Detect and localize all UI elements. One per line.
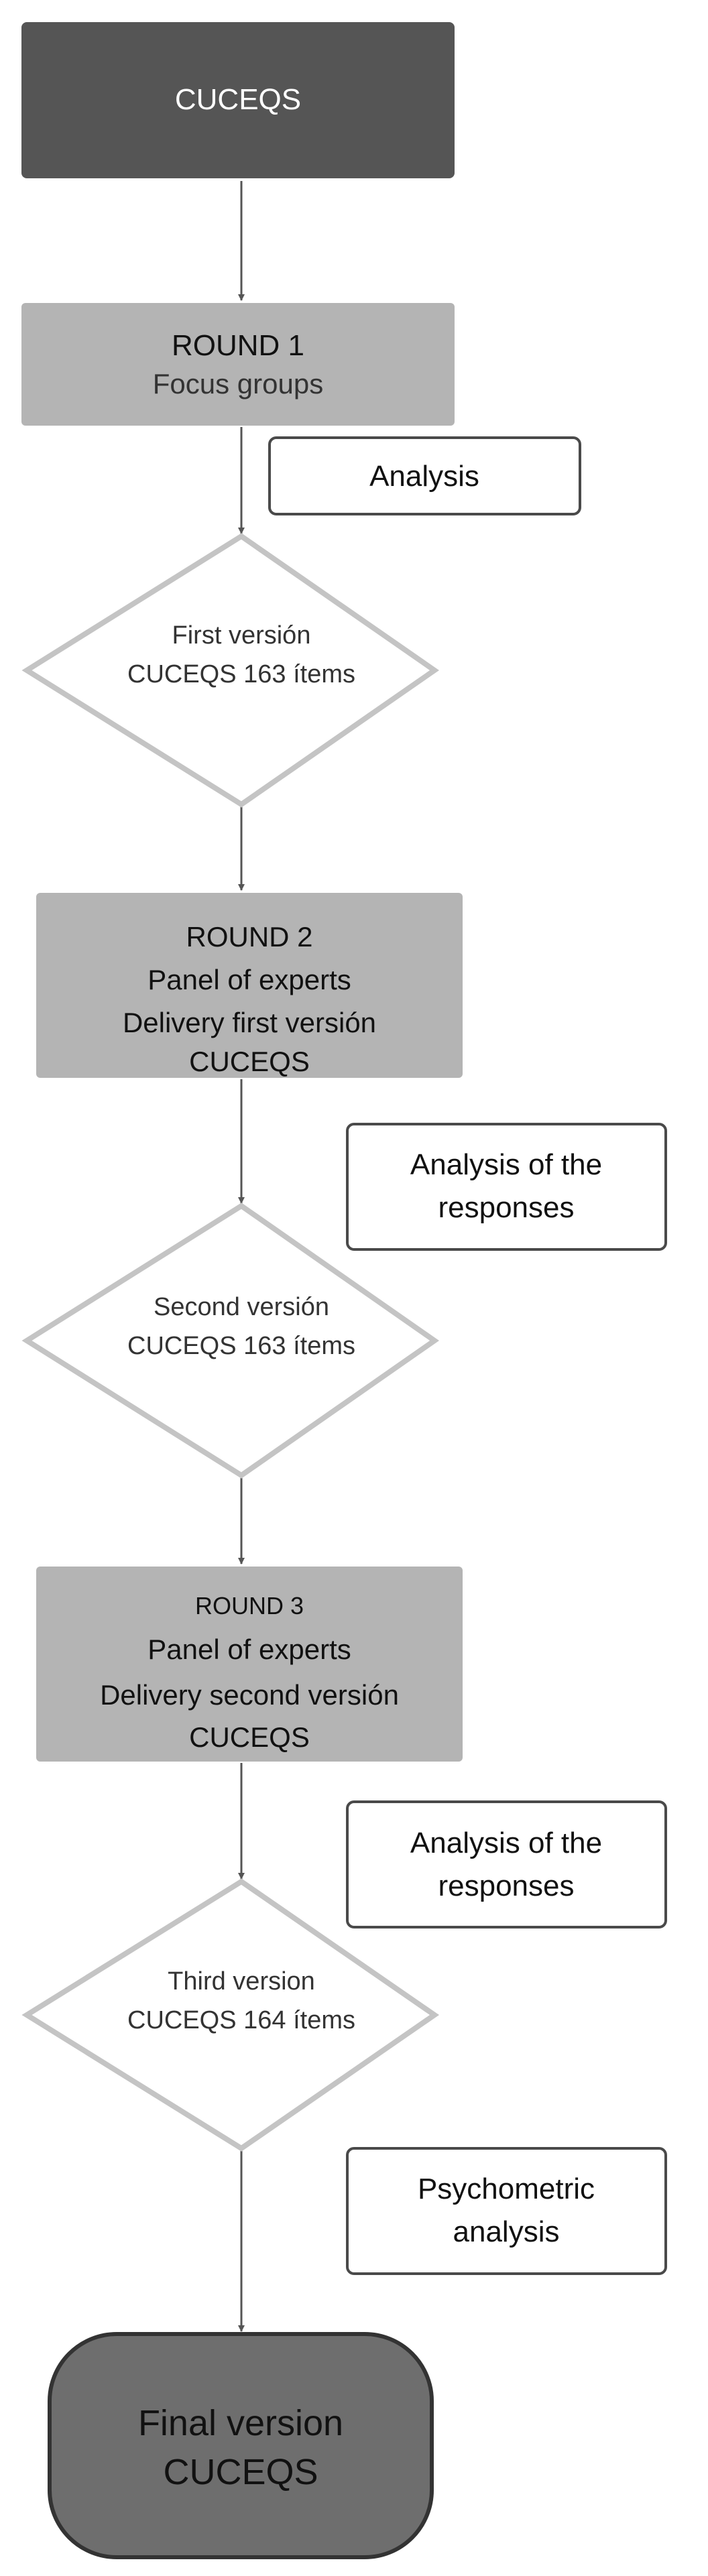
decision-second-version: Second versión CUCEQS 163 ítems (21, 1203, 439, 1479)
analysis-note-1: Analysis (268, 436, 581, 515)
psychometric-note-line2: analysis (453, 2215, 560, 2248)
round2-box: ROUND 2 Panel of experts Delivery first … (36, 893, 463, 1078)
round2-line3: Delivery first versión (123, 1007, 376, 1038)
start-node: CUCEQS (21, 22, 455, 178)
decision-first-version: First versión CUCEQS 163 ítems (21, 533, 440, 808)
decision1-line1: First versión (172, 621, 311, 650)
start-node-label: CUCEQS (175, 83, 301, 116)
analysis-note-2-line2: responses (438, 1191, 574, 1224)
end-node-line2: CUCEQS (163, 2452, 318, 2492)
round1-subtitle: Focus groups (153, 368, 323, 400)
round3-box: ROUND 3 Panel of experts Delivery second… (36, 1567, 463, 1762)
round2-line2: Panel of experts (148, 964, 351, 995)
end-node-line1: Final version (138, 2403, 343, 2443)
analysis-note-2: Analysis of the responses (346, 1123, 667, 1251)
analysis-note-1-label: Analysis (369, 460, 479, 493)
decision-third-version: Third version CUCEQS 164 ítems (21, 1878, 440, 2152)
round1-title: ROUND 1 (172, 329, 304, 362)
round2-line4: CUCEQS (189, 1046, 310, 1077)
analysis-note-3-line2: responses (438, 1869, 574, 1902)
decision1-line2: CUCEQS 163 ítems (127, 660, 355, 688)
round3-line3: Delivery second versión (100, 1679, 399, 1711)
round3-line2: Panel of experts (148, 1634, 351, 1665)
psychometric-note-line1: Psychometric (418, 2172, 595, 2205)
round3-line4: CUCEQS (189, 1721, 310, 1753)
decision2-line1: Second versión (154, 1293, 329, 1321)
psychometric-note: Psychometric analysis (346, 2147, 667, 2275)
decision2-line2: CUCEQS 163 ítems (127, 1332, 355, 1360)
decision3-line2: CUCEQS 164 ítems (127, 2006, 355, 2034)
analysis-note-2-line1: Analysis of the (410, 1148, 602, 1181)
analysis-note-3: Analysis of the responses (346, 1800, 667, 1928)
end-node: Final version CUCEQS (48, 2332, 434, 2559)
round1-box: ROUND 1 Focus groups (21, 303, 455, 426)
round3-title: ROUND 3 (195, 1592, 304, 1619)
round2-title: ROUND 2 (186, 921, 312, 953)
decision3-line1: Third version (168, 1967, 315, 1996)
analysis-note-3-line1: Analysis of the (410, 1827, 602, 1859)
